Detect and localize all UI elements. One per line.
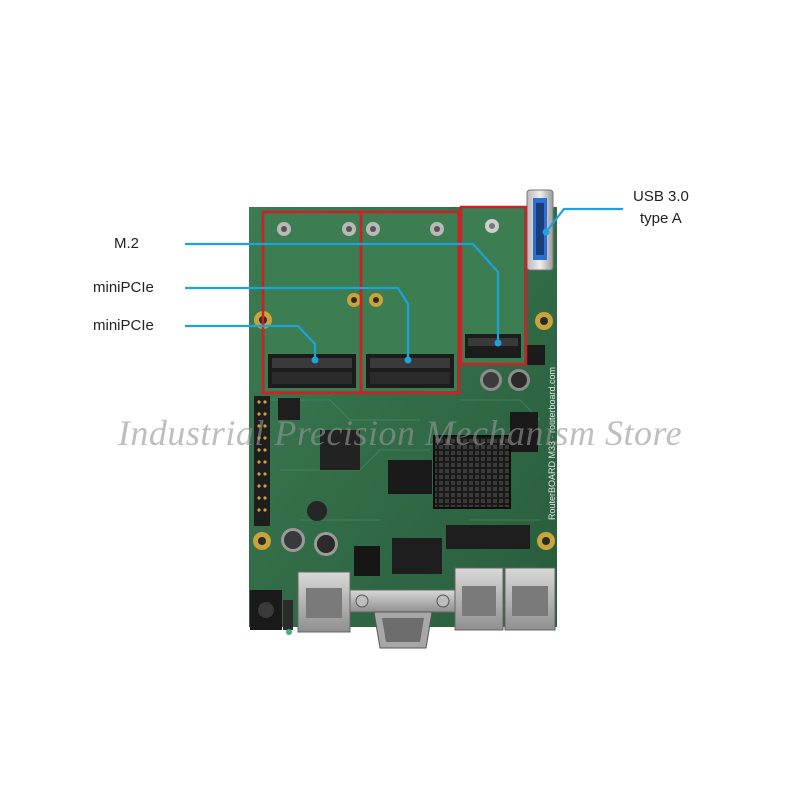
pin-header [254, 396, 300, 526]
callout-lines [185, 207, 623, 360]
minipcie-label-2: miniPCIe [93, 317, 154, 334]
slot-screws [277, 219, 499, 236]
highlight-box-m2 [459, 205, 528, 366]
m2-slot [465, 334, 521, 358]
chip [510, 412, 538, 452]
highlight-boxes [261, 205, 528, 395]
m2-label: M.2 [114, 235, 140, 252]
callout-dots [311, 228, 550, 364]
transformer-chip [446, 525, 530, 549]
chip [320, 430, 360, 470]
minipcie-label-1: miniPCIe [93, 279, 154, 296]
power-jack-icon [250, 590, 293, 635]
usb-label-line1: USB 3.0 [633, 188, 689, 205]
header-connector [527, 345, 545, 365]
rj45-port-icon [297, 567, 556, 633]
serial-port-icon [349, 589, 456, 649]
chip [354, 546, 380, 576]
mounting-hole-icon [253, 293, 555, 550]
capacitor-icon [281, 369, 530, 556]
highlight-box-minipcie-2 [359, 210, 461, 395]
callout-line-minipcie-1 [185, 324, 317, 360]
usb-label-line2: type A [640, 210, 682, 227]
heatsink-icon [433, 435, 511, 509]
silkscreen-text: RouterBOARD M33 · routerboard.com [547, 367, 557, 520]
chip [388, 460, 432, 494]
callout-line-usb [545, 207, 623, 233]
callout-line-minipcie-2 [185, 286, 410, 360]
usb-port-icon [526, 189, 554, 271]
callout-line-m2 [185, 242, 500, 343]
transformer-chip [392, 538, 442, 574]
minipcie-slot-1 [268, 354, 356, 388]
